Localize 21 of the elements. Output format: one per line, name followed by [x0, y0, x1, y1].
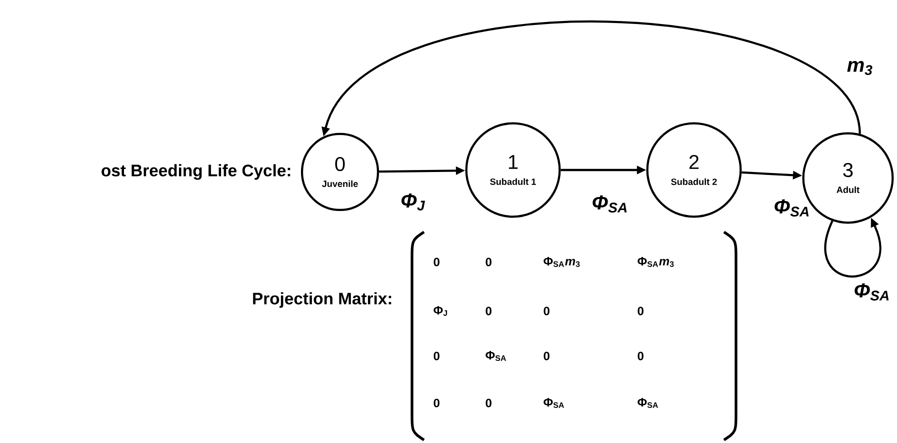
- matrix-cell: 0: [638, 352, 644, 360]
- edge-label: Φ$_{SA}$: [854, 283, 889, 301]
- matrix-cell: 0: [544, 352, 550, 360]
- matrix-cell: 0: [434, 258, 440, 266]
- matrix-cell: Φ$_{SA}$m$_{3}$: [544, 257, 580, 267]
- matrix-cell: 0: [434, 352, 440, 360]
- matrix-cell: 0: [434, 398, 440, 408]
- matrix-cell: 0: [638, 306, 644, 316]
- edge-label: Φ$_{J}$: [402, 194, 425, 210]
- matrix-cell: 0: [486, 258, 492, 266]
- matrix-cell: Φ$_{J}$: [434, 306, 448, 316]
- matrix-cell: Φ$_{SA}$: [638, 398, 658, 408]
- matrix-cell: 0: [486, 306, 492, 316]
- matrix-cell: Φ$_{SA}$: [486, 351, 506, 361]
- matrix-cell: 0: [486, 398, 492, 408]
- edge-label: Φ$_{SA}$: [592, 195, 627, 213]
- matrix-cell: Φ$_{SA}$: [544, 398, 564, 408]
- matrix-cell: Φ$_{SA}$m$_{3}$: [638, 257, 674, 267]
- diagram-label: Projection Matrix:: [253, 292, 392, 308]
- matrix-cell: 0: [544, 306, 550, 316]
- edge-label: m$_{3}$: [847, 60, 872, 76]
